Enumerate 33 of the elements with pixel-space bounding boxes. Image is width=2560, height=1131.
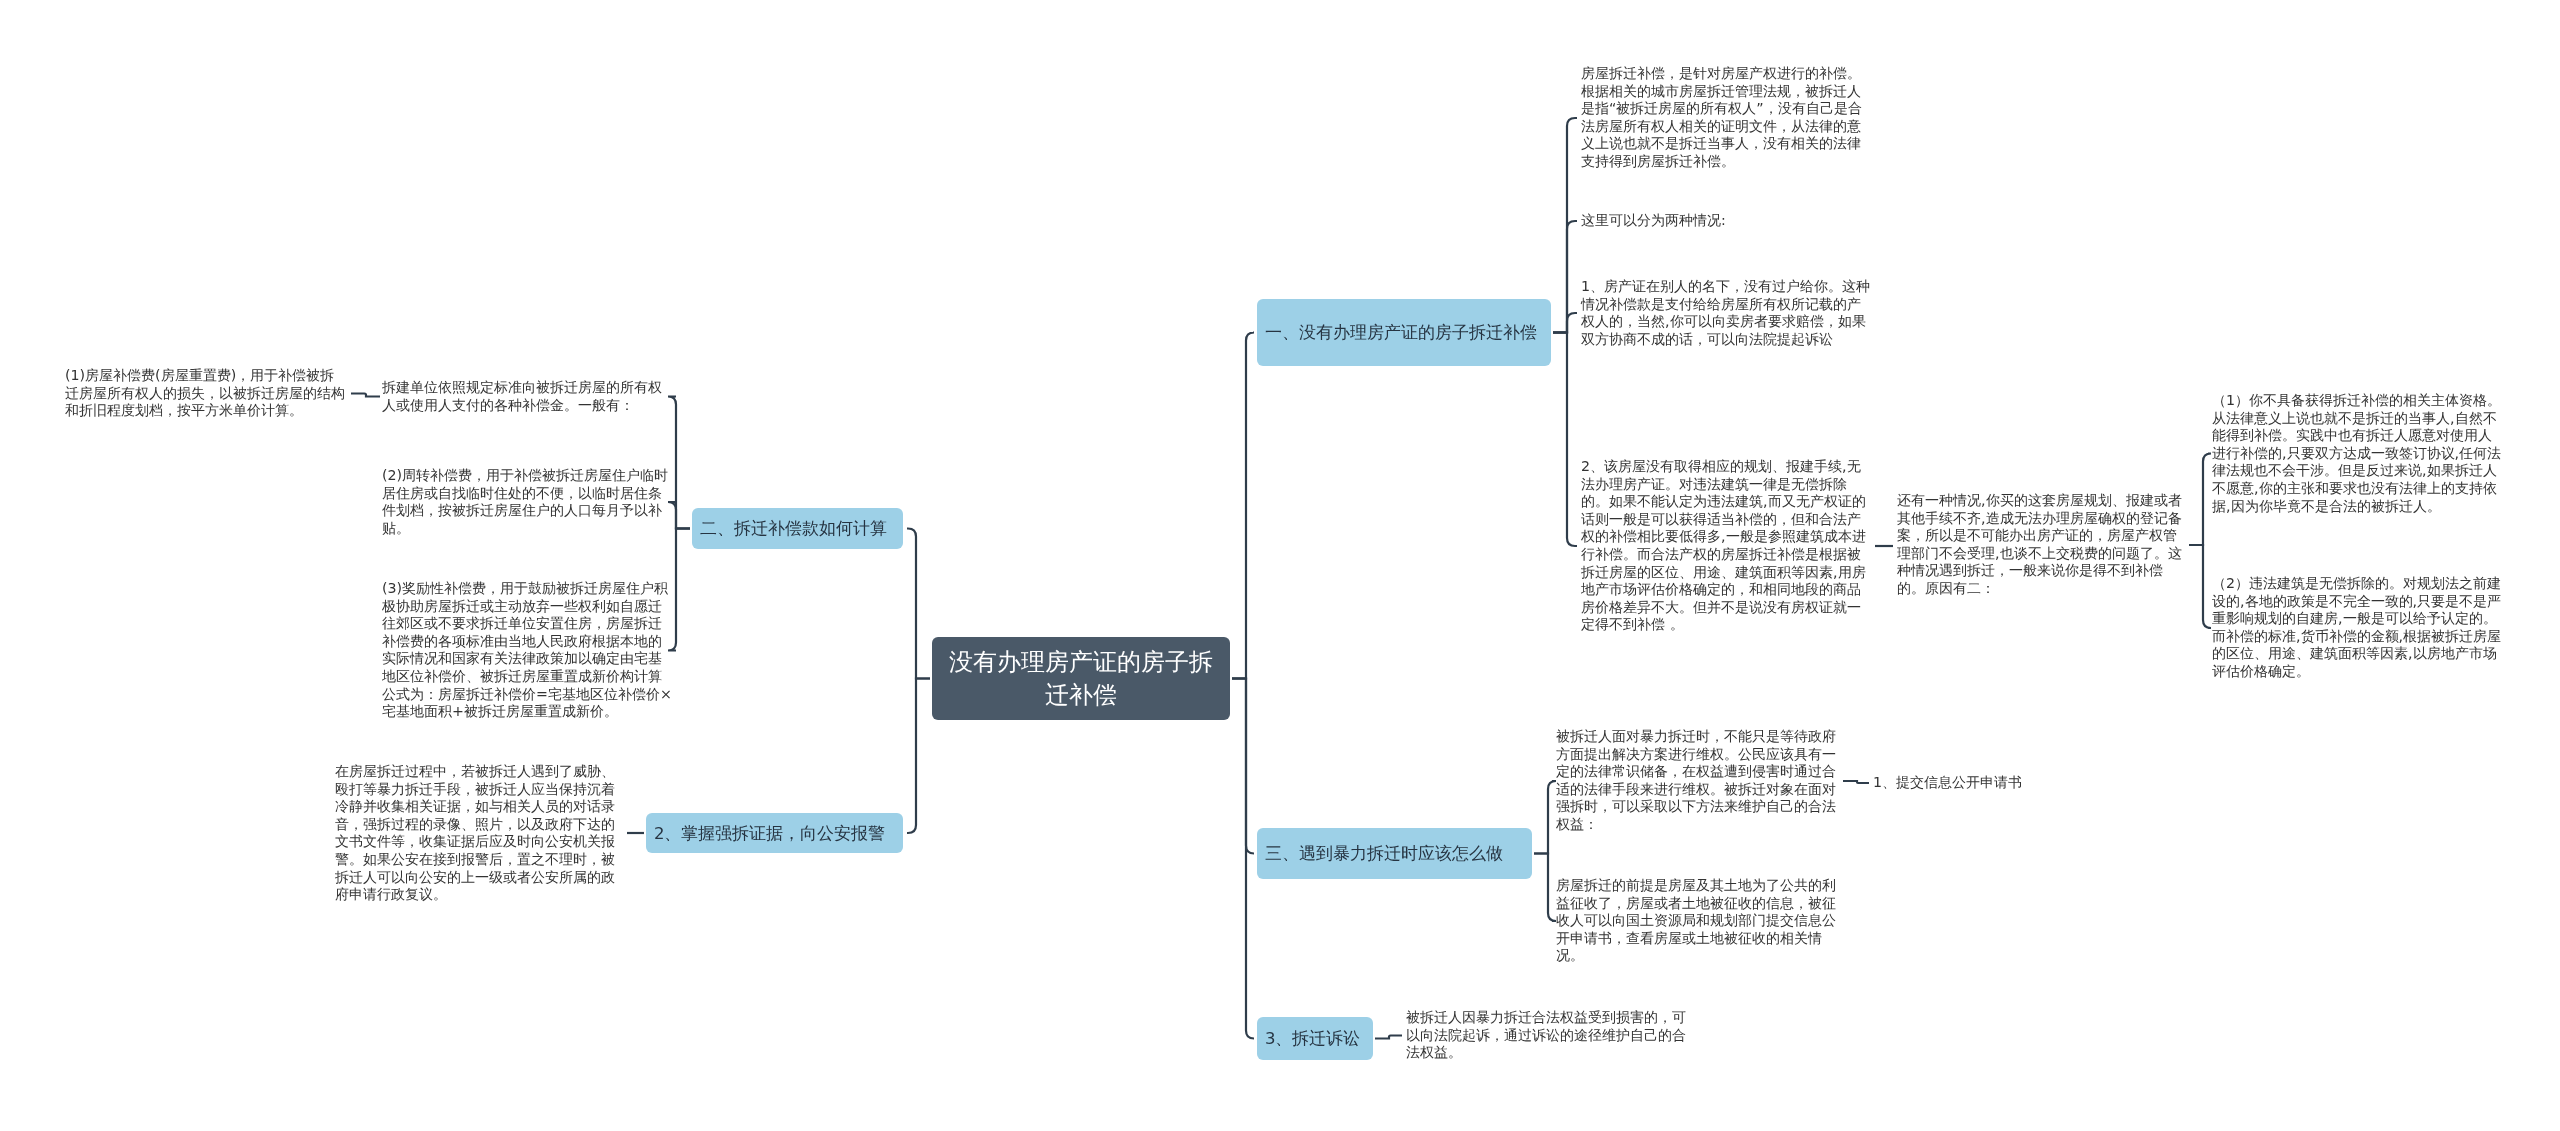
connector-line xyxy=(1534,852,1558,923)
note-text: (2)周转补偿费，用于补偿被拆迁房屋住户临时居住房或自找临时住处的不便，以临时居住条件划档，按被拆迁房屋住户的人口每月予以补贴。 xyxy=(382,467,672,538)
note-text: 房屋拆迁的前提是房屋及其土地为了公共的利益征收了，房屋或者土地被征收的信息，被征收人可以向国土资源局和规划部门提交信息公开申请书，查看房屋或土地被征收的相关情况。 xyxy=(1556,877,1841,965)
note-text: （2）违法建筑是无偿拆除的。对规划法之前建设的,各地的政策是不完全一致的,只要是不是严重影响规划的自建房,一般是可以给予认定的。而补偿的标准,货币补偿的金额,根据被拆迁房屋的区位、用途、建筑面积等因素,以房地产市场评估价格确定。 xyxy=(2212,575,2502,681)
connector-line xyxy=(1875,544,1893,548)
topic-box: 二、拆迁补偿款如何计算 xyxy=(692,508,903,549)
note-text: 1、房产证在别人的名下，没有过户给你。这种情况补偿款是支付给给房屋所有权所记载的产权人的，当然,你可以向卖房者要求赔偿，如果双方协商不成的话，可以向法院提起诉讼 xyxy=(1581,278,1873,349)
note-text: 房屋拆迁补偿，是针对房屋产权进行的补偿。根据相关的城市房屋拆迁管理法规，被拆迁人是指“被拆迁房屋的所有权人”，没有自己是合法房屋所有权人相关的证明文件，从法律的意义上说也就不是拆迁当事人，没有相关的法律支持得到房屋拆迁补偿。 xyxy=(1581,65,1873,171)
connector-line xyxy=(906,677,930,835)
note-text: （1）你不具备获得拆迁补偿的相关主体资格。从法律意义上说也就不是拆迁的当事人,自然不能得到补偿。实践中也有拆迁人愿意对使用人进行补偿的,只要双方达成一致签订协议,任何法律法规也不会干涉。但是反过来说,如果拆迁人不愿意,你的主张和要求也没有法律上的支持依据,因为你毕竟不是合法的被拆迁人。 xyxy=(2212,392,2502,516)
connector-line xyxy=(1232,677,1256,1040)
note-text: (1)房屋补偿费(房屋重置费)，用于补偿被拆迁房屋所有权人的损失，以被拆迁房屋的结构和折旧程度划档，按平方米单价计算。 xyxy=(65,367,347,420)
connector-line xyxy=(1375,1034,1402,1040)
connector-line xyxy=(2189,543,2213,630)
note-text: 这里可以分为两种情况: xyxy=(1581,212,1873,230)
note-text: 2、该房屋没有取得相应的规划、报建手续,无法办理房产证。对违法建筑一律是无偿拆除的。如果不能认定为违法建筑,而又无产权证的话则一般是可以获得适当补偿的，但和合法产权的补偿相比要低得多,一般是参照建筑成本进行补偿。而合法产权的房屋拆迁补偿是根据被拆迁房屋的区位、用途、建筑面积等因素,用房地产市场评估价格确定的，和相同地段的商品房价格差异不大。但并不是说没有房权证就一定得不到补偿 。 xyxy=(1581,458,1873,634)
connector-line xyxy=(627,831,644,835)
topic-box: 一、没有办理房产证的房子拆迁补偿 xyxy=(1257,299,1551,366)
connector-line xyxy=(666,527,690,652)
central-topic-box: 没有办理房产证的房子拆迁补偿 xyxy=(932,637,1230,720)
note-text: 在房屋拆迁过程中，若被拆迁人遇到了威胁、殴打等暴力拆迁手段，被拆迁人应当保持沉着冷静并收集相关证据，如与相关人员的对话录音，强拆过程的录像、照片，以及政府下达的文书文件等，收集证据后应及时向公安机关报警。如果公安在接到报警后，置之不理时，被拆迁人可以向公安的上一级或者公安所属的政府申请行政复议。 xyxy=(335,763,623,904)
topic-box: 2、掌握强拆证据，向公安报警 xyxy=(646,813,903,853)
connector-line xyxy=(1553,331,1577,548)
topic-box: 三、遇到暴力拆迁时应该怎么做 xyxy=(1257,828,1532,879)
note-text: 拆建单位依照规定标准向被拆迁房屋的所有权人或使用人支付的各种补偿金。一般有： xyxy=(382,379,672,415)
topic-box: 3、拆迁诉讼 xyxy=(1257,1017,1373,1060)
connector-line xyxy=(1843,779,1869,785)
note-text: (3)奖励性补偿费，用于鼓励被拆迁房屋住户积极协助房屋拆迁或主动放弃一些权利如自愿迁往郊区或不要求拆迁单位安置住房，房屋拆迁补偿费的各项标准由当地人民政府根据本地的实际情况和国家有关法律政策加以确定由宅基地区位补偿价、被拆迁房屋重置成新价构计算公式为：房屋拆迁补偿价=宅基地区位补偿价×宅基地面积+被拆迁房屋重置成新价。 xyxy=(382,580,672,721)
connector-line xyxy=(351,392,380,398)
note-text: 被拆迁人面对暴力拆迁时，不能只是等待政府方面提出解决方案进行维权。公民应该具有一定的法律常识储备，在权益遭到侵害时通过合适的法律手段来进行维权。被拆迁对象在面对强拆时，可以采取以下方法来维护自己的合法权益： xyxy=(1556,728,1841,834)
note-text: 1、提交信息公开申请书 xyxy=(1873,774,2073,792)
note-text: 还有一种情况,你买的这套房屋规划、报建或者其他手续不齐,造成无法办理房屋确权的登记备案，所以是不可能办出房产证的，房屋产权管理部门不会受理,也谈不上交税费的问题了。这种情况遇到拆迁，一般来说你是得不到补偿的。原因有二： xyxy=(1897,492,2187,598)
note-text: 被拆迁人因暴力拆迁合法权益受到损害的，可以向法院起诉，通过诉讼的途径维护自己的合法权益。 xyxy=(1406,1009,1696,1062)
